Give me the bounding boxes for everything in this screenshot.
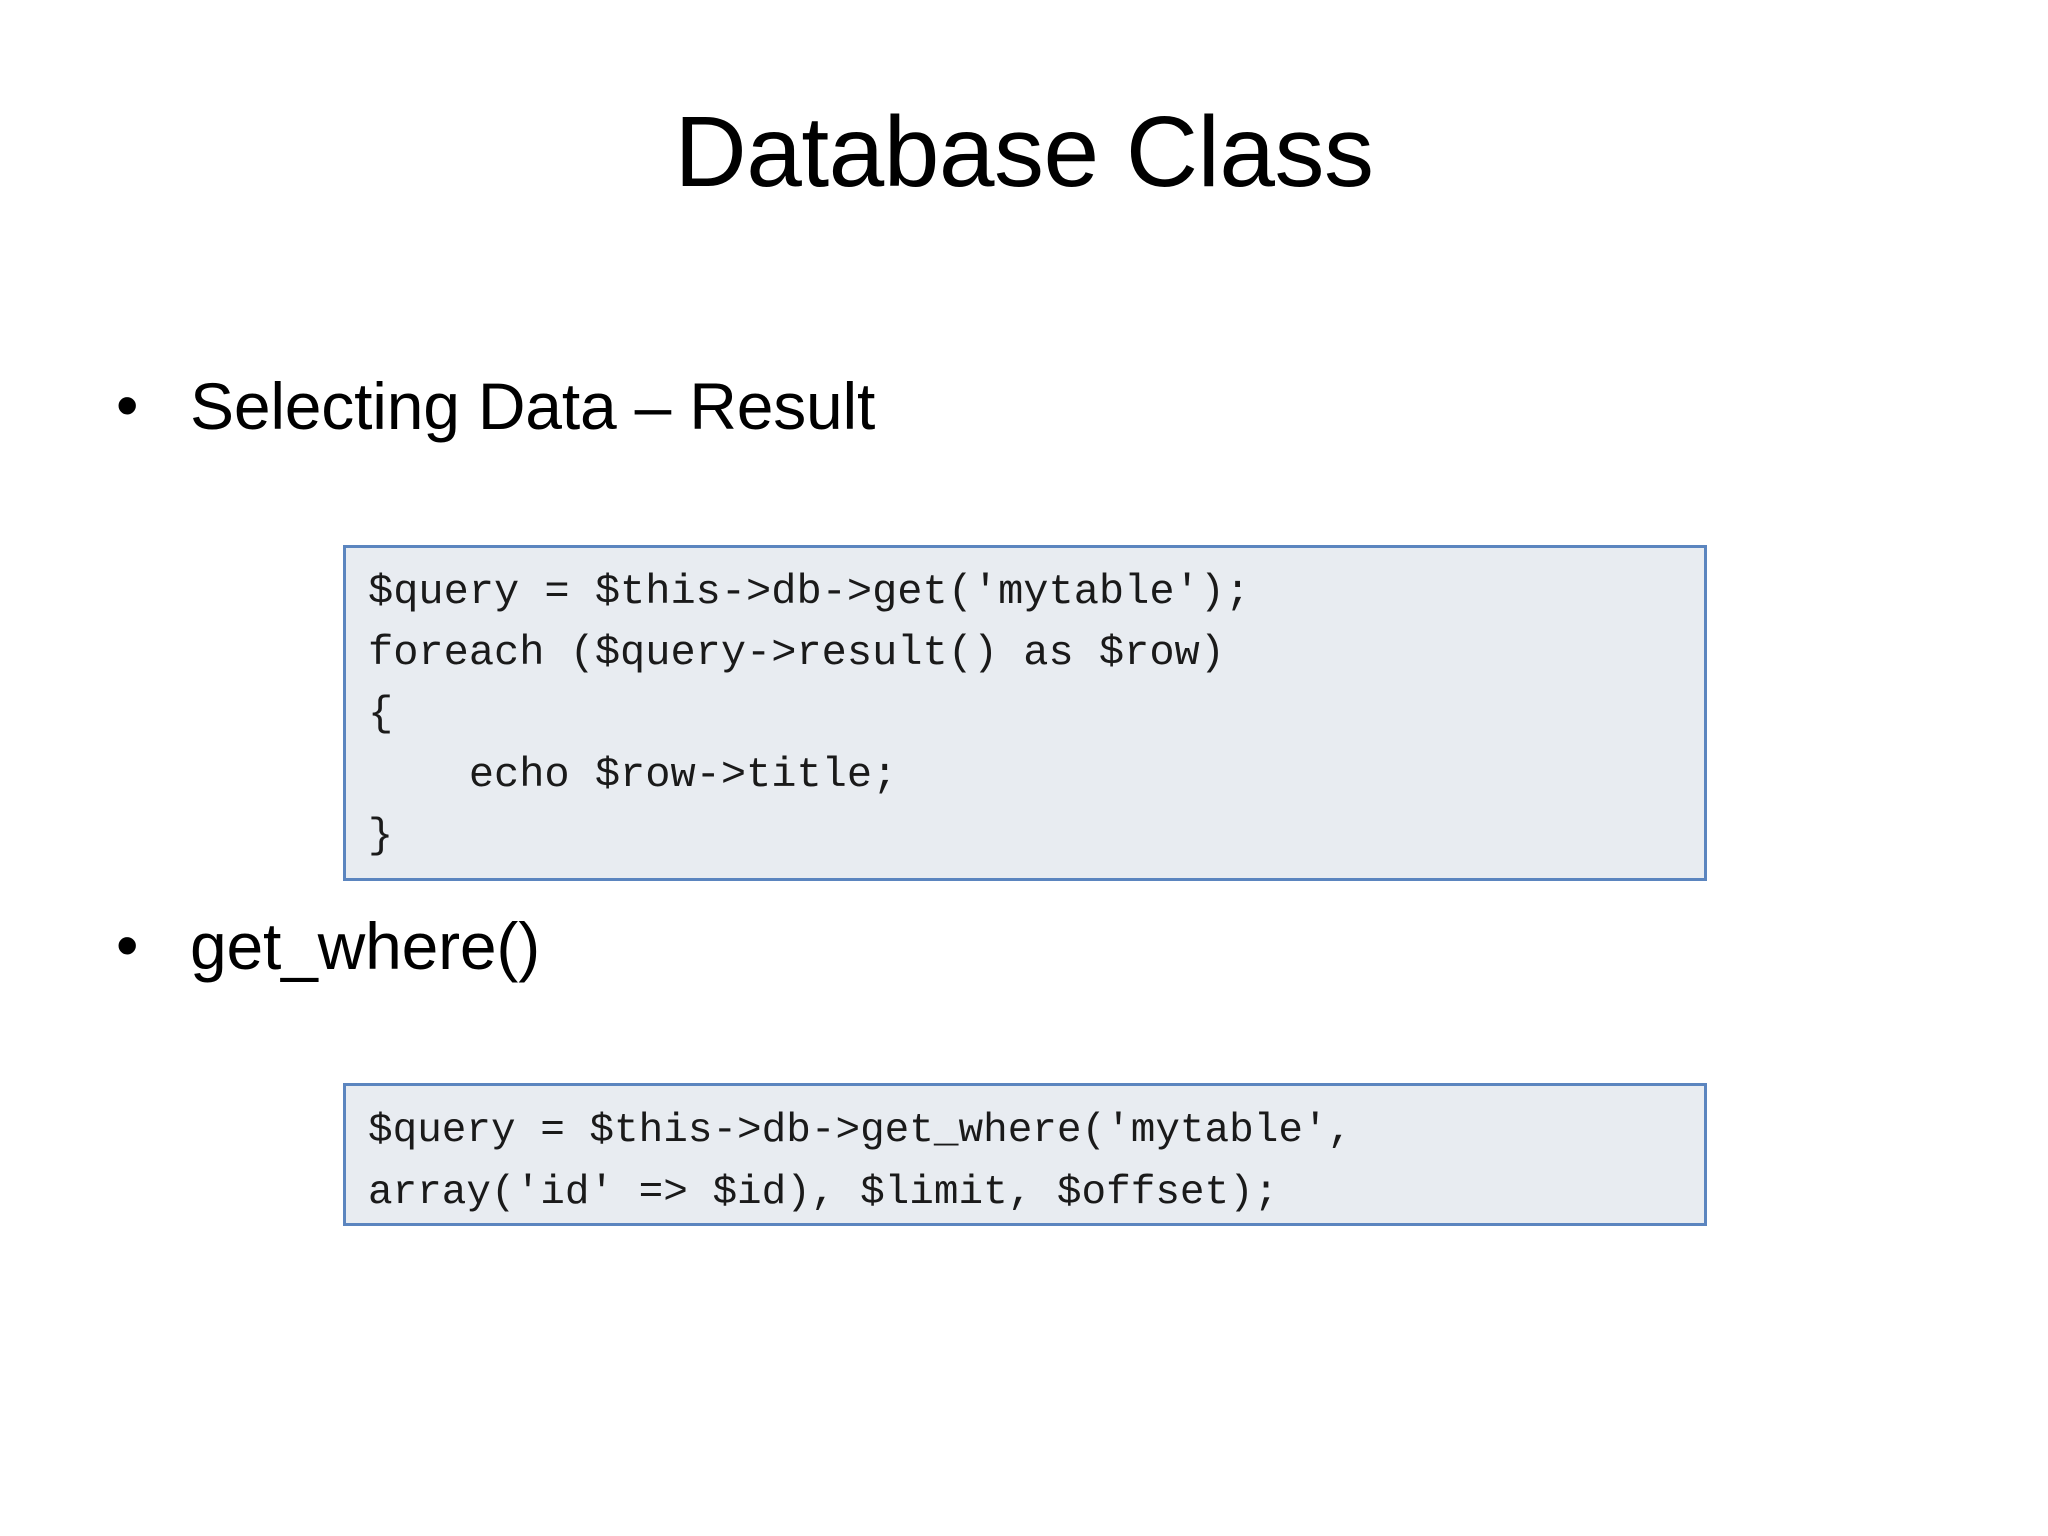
code-text-result-example: $query = $this->db->get('mytable'); fore…: [368, 568, 1251, 860]
code-block-get-where-example: $query = $this->db->get_where('mytable',…: [343, 1083, 1707, 1226]
bullet-item-get-where: • get_where(): [112, 906, 1962, 987]
bullet-point-icon: •: [116, 369, 139, 441]
bullet-label-selecting-data: Selecting Data – Result: [190, 369, 876, 443]
bullet-item-selecting-data: • Selecting Data – Result: [112, 366, 1962, 447]
bullet-label-get-where: get_where(): [190, 909, 540, 983]
page-title: Database Class: [674, 96, 1374, 208]
bullet-point-icon: •: [116, 909, 139, 981]
code-block-result-example: $query = $this->db->get('mytable'); fore…: [343, 545, 1707, 881]
code-text-get-where-example: $query = $this->db->get_where('mytable',…: [368, 1108, 1353, 1216]
